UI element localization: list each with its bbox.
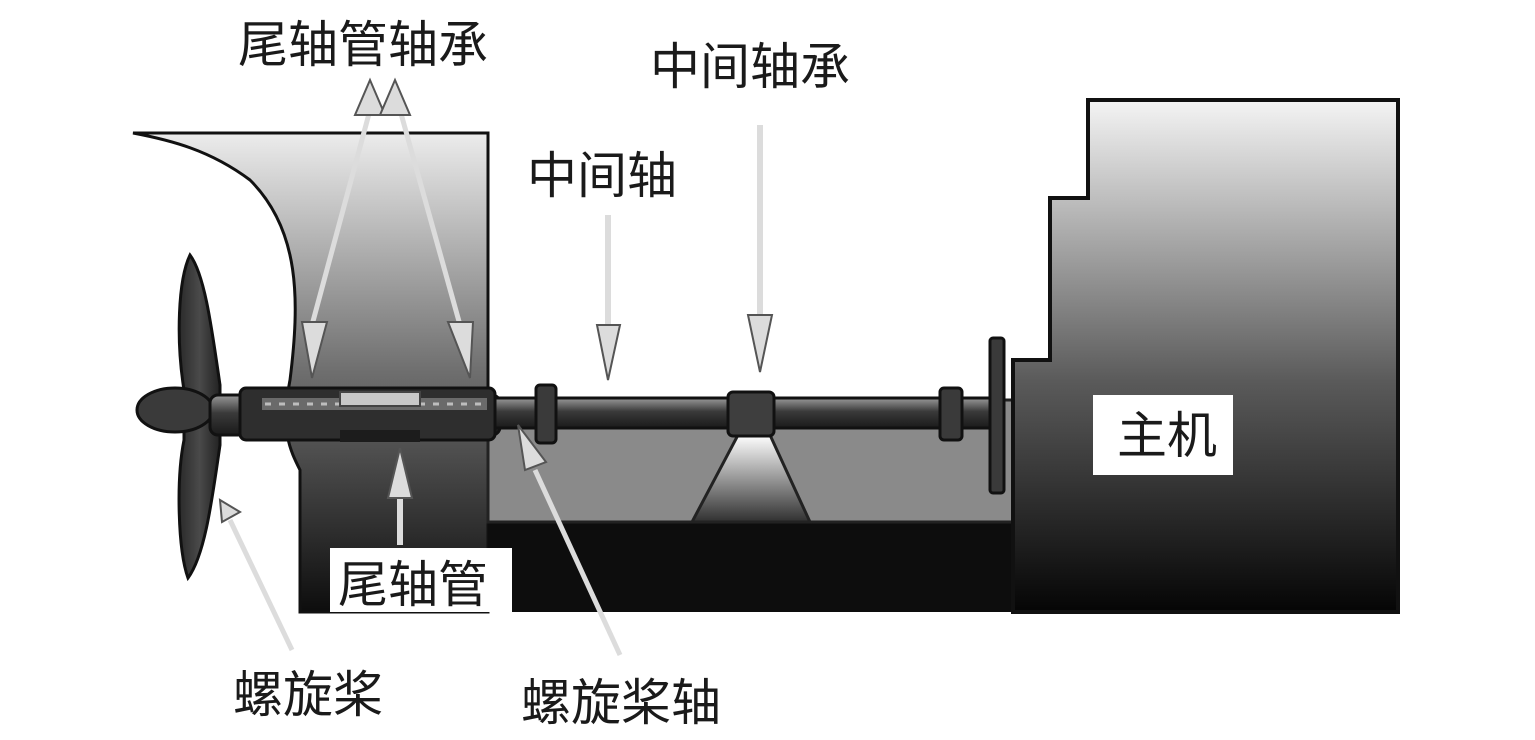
- pointer-arrows: [218, 77, 774, 657]
- stern-tube[interactable]: [238, 386, 497, 442]
- intermediate-bearing[interactable]: [726, 390, 776, 438]
- label-stern-tube: 尾轴管: [338, 556, 488, 614]
- coupling-flange-fwd: [938, 386, 964, 442]
- main-engine: [1011, 98, 1400, 614]
- label-propeller-shaft: 螺旋桨轴: [521, 674, 721, 732]
- coupling-flange-aft: [534, 383, 558, 445]
- label-intermediate-shaft: 中间轴: [527, 147, 677, 205]
- propeller[interactable]: [135, 252, 222, 582]
- label-intermediate-bearing: 中间轴承: [650, 38, 850, 96]
- label-stern-tube-bearing: 尾轴管轴承: [238, 16, 488, 74]
- main-engine-label-bg: [1093, 395, 1233, 475]
- label-main-engine: 主机: [1117, 407, 1217, 465]
- engine-flywheel: [988, 336, 1006, 495]
- stern-tube-label-bg: [330, 548, 512, 612]
- label-propeller: 螺旋桨: [233, 666, 383, 724]
